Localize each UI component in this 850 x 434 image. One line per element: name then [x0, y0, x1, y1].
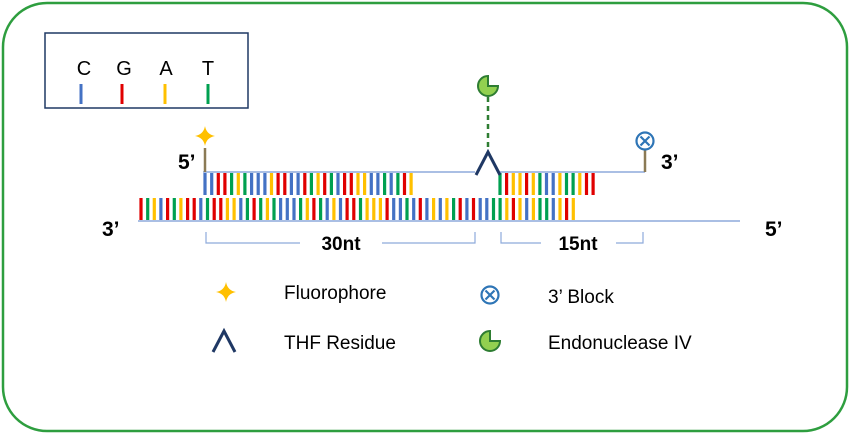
- base-legend-t: T: [202, 58, 214, 80]
- base-legend-border: [44, 32, 249, 109]
- base-legend: C G A T: [44, 32, 249, 109]
- block-cross: [484, 289, 496, 301]
- bottom-left-3prime-label: 3’: [102, 218, 120, 241]
- key-fluorophore-label: Fluorophore: [284, 283, 386, 304]
- base-legend-c: C: [77, 58, 91, 80]
- key-endonuclease-icon: [479, 329, 502, 352]
- fluorophore-icon: [195, 126, 215, 146]
- key-block-label: 3’ Block: [548, 287, 614, 308]
- key-thf-icon: [211, 327, 237, 353]
- bottom-right-5prime-label: 5’: [765, 218, 783, 241]
- bracket-30nt: [205, 232, 476, 244]
- dna-duplex: [139, 173, 595, 220]
- key-block-icon: [480, 285, 500, 305]
- block-icon: [635, 131, 655, 151]
- endonuclease-shape: [477, 74, 500, 97]
- block-cross: [639, 135, 651, 147]
- top-left-5prime-label: 5’: [178, 151, 196, 174]
- fluorophore-star: [216, 282, 236, 302]
- bracket-30nt-label: 30nt: [321, 234, 361, 255]
- bracket-15nt-label: 15nt: [558, 234, 598, 255]
- top-right-3prime-label: 3’: [661, 151, 679, 174]
- base-legend-g: G: [116, 58, 132, 80]
- endonuclease-icon: [477, 74, 500, 97]
- key-endonuclease-label: Endonuclease IV: [548, 333, 692, 354]
- key-thf-label: THF Residue: [284, 333, 396, 354]
- fluorophore-star: [195, 126, 215, 146]
- base-legend-a: A: [159, 58, 173, 80]
- endonuclease-shape: [479, 329, 502, 352]
- key-fluorophore-icon: [216, 282, 236, 302]
- bracket-15nt: [500, 232, 644, 244]
- thf-residue-marker: [474, 148, 502, 176]
